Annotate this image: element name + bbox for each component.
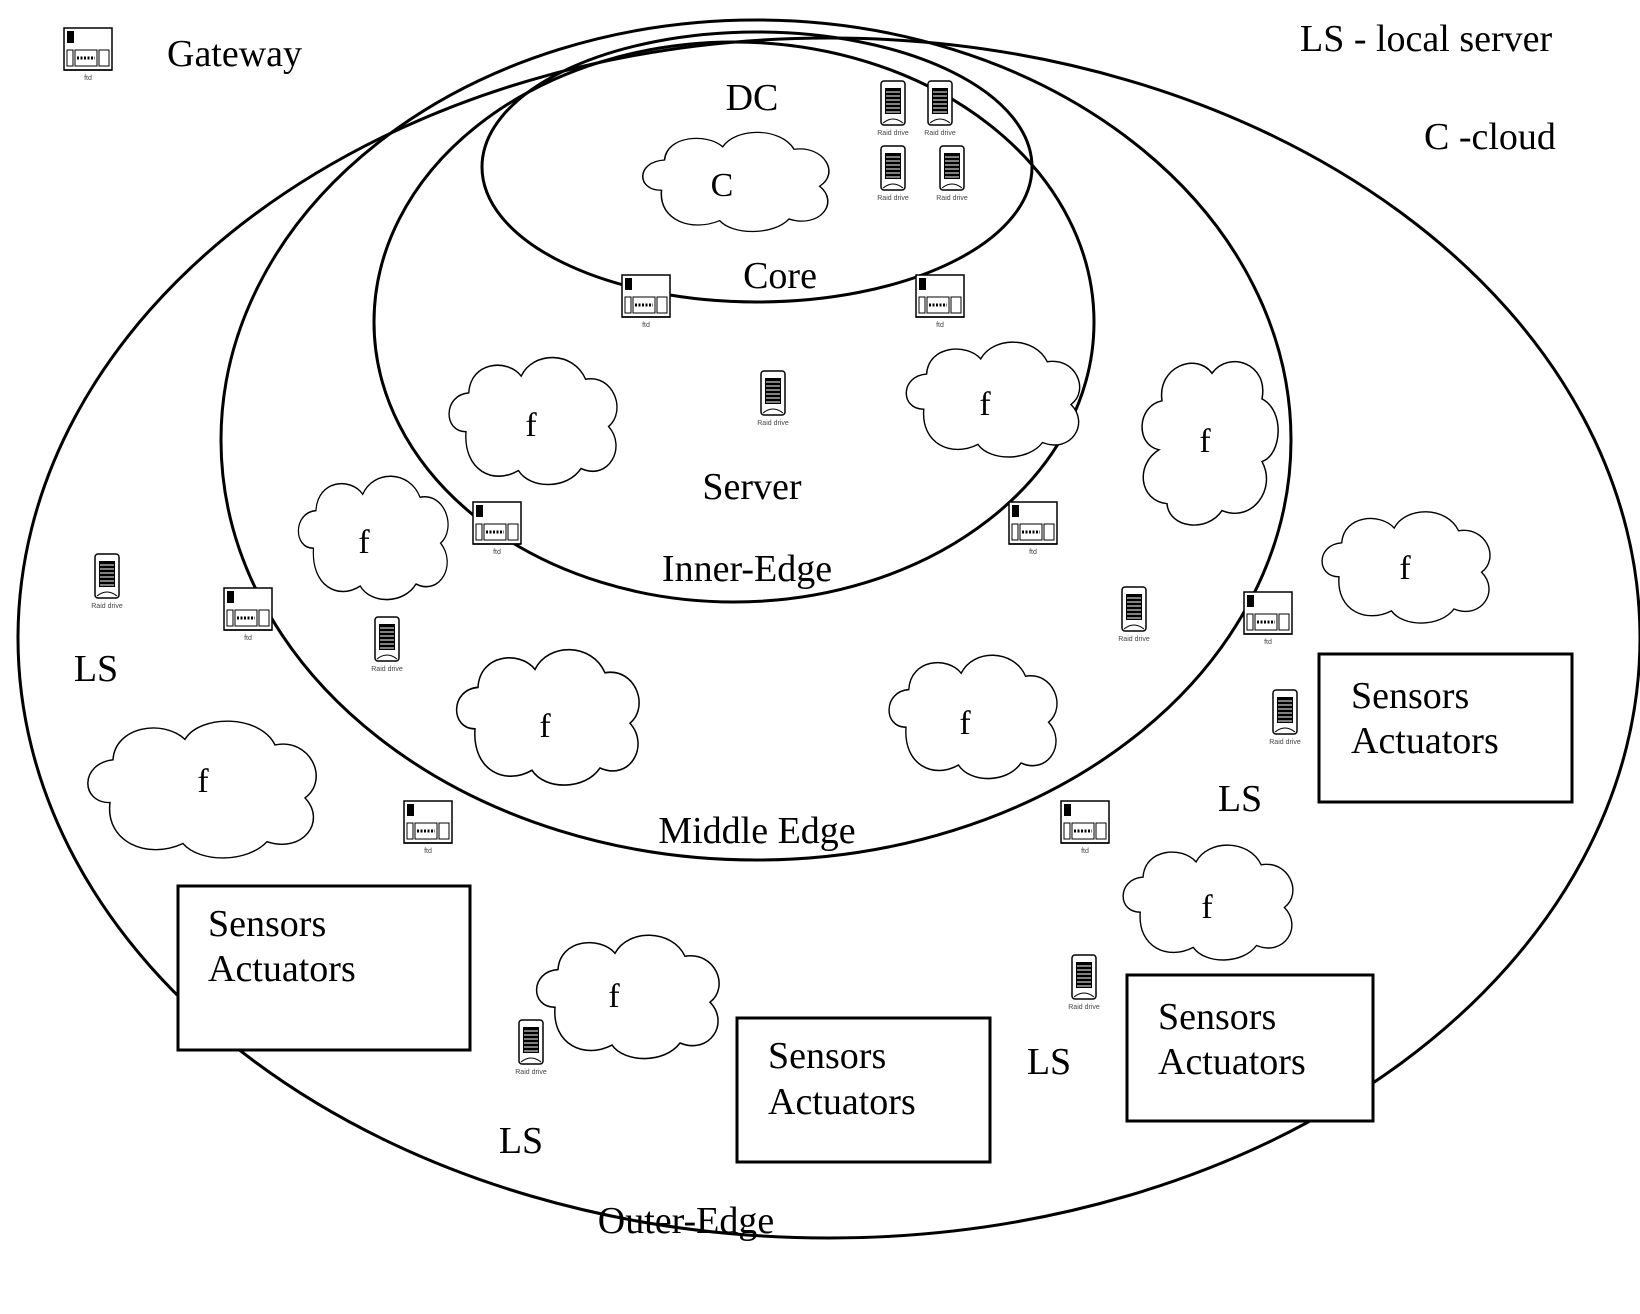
fog-node: f xyxy=(448,356,618,486)
raid-drive-icon: Raid drive xyxy=(1269,689,1301,746)
actuators-label: Actuators xyxy=(208,948,356,990)
raid-drive-icon: Raid drive xyxy=(757,370,789,427)
fog-node: f xyxy=(1321,511,1491,624)
fog-label: f xyxy=(525,407,537,444)
svg-text:ftd: ftd xyxy=(1029,549,1037,556)
sensors-label: Sensors xyxy=(768,1035,886,1077)
raid-drive-icon: Raid drive xyxy=(91,553,123,610)
gateway-icon: ftd xyxy=(402,799,454,855)
svg-text:ftd: ftd xyxy=(642,322,650,329)
actuators-label: Actuators xyxy=(768,1081,916,1123)
fog-node: f xyxy=(888,654,1058,780)
fog-node: f xyxy=(297,475,449,601)
fog-label: f xyxy=(1201,889,1213,926)
fog-label: f xyxy=(197,763,209,800)
actuators-label: Actuators xyxy=(1158,1041,1306,1083)
svg-text:Raid drive: Raid drive xyxy=(371,666,403,673)
svg-text:Raid drive: Raid drive xyxy=(877,195,909,202)
sensors-actuators-box: Sensors Actuators xyxy=(1317,652,1574,804)
fog-label: f xyxy=(1199,423,1211,460)
sensors-actuators-box: Sensors Actuators xyxy=(735,1016,992,1164)
fog-label: f xyxy=(539,708,551,745)
fog-node: f xyxy=(455,648,640,786)
middle-edge-ring xyxy=(219,18,1293,862)
raid-drive-icon: Raid drive xyxy=(1118,586,1150,643)
svg-text:Raid drive: Raid drive xyxy=(1118,636,1150,643)
inner-edge-ring xyxy=(372,40,1096,604)
svg-text:ftd: ftd xyxy=(244,635,252,642)
sensors-label: Sensors xyxy=(208,903,326,945)
ls-label: LS xyxy=(1218,778,1262,820)
raid-drive-icon: Raid drive xyxy=(924,80,956,137)
svg-text:Raid drive: Raid drive xyxy=(91,603,123,610)
fog-label: f xyxy=(959,705,971,742)
svg-text:ftd: ftd xyxy=(424,848,432,855)
ls-label: LS xyxy=(499,1120,543,1162)
gateway-icon: ftd xyxy=(471,500,523,556)
dc-label: DC xyxy=(726,77,779,119)
fog-node: f xyxy=(87,720,317,859)
svg-text:ftd: ftd xyxy=(493,549,501,556)
gateway-icon: ftd xyxy=(620,273,672,329)
legend-local-server: LS - local server xyxy=(1300,18,1553,60)
raid-drive-icon: Raid drive xyxy=(877,145,909,202)
fog-node: f xyxy=(535,934,720,1060)
raid-drive-icon: Raid drive xyxy=(1068,954,1100,1011)
gateway-icon: ftd xyxy=(914,273,966,329)
sensors-label: Sensors xyxy=(1351,675,1469,717)
fog-node: f xyxy=(1141,360,1279,526)
raid-drive-icon: Raid drive xyxy=(877,80,909,137)
svg-text:Raid drive: Raid drive xyxy=(515,1069,547,1076)
fog-node: f xyxy=(905,341,1081,458)
svg-text:Raid drive: Raid drive xyxy=(1269,739,1301,746)
ls-label: LS xyxy=(1027,1041,1071,1083)
sensors-actuators-box: Sensors Actuators xyxy=(1125,973,1375,1123)
inner-edge-label: Inner-Edge xyxy=(662,548,832,590)
svg-text:Raid drive: Raid drive xyxy=(924,130,956,137)
raid-drive-icon: Raid drive xyxy=(371,616,403,673)
svg-text:ftd: ftd xyxy=(936,322,944,329)
legend-gateway-label: Gateway xyxy=(167,33,302,75)
core-ring xyxy=(480,30,1034,304)
sensors-actuators-box: Sensors Actuators xyxy=(176,884,472,1052)
fog-label: f xyxy=(979,386,991,423)
svg-text:Raid drive: Raid drive xyxy=(1068,1004,1100,1011)
svg-text:Raid drive: Raid drive xyxy=(936,195,968,202)
svg-text:ftd: ftd xyxy=(84,75,92,82)
gateway-icon: ftd xyxy=(1059,799,1111,855)
svg-text:Raid drive: Raid drive xyxy=(877,130,909,137)
actuators-label: Actuators xyxy=(1351,720,1499,762)
svg-text:ftd: ftd xyxy=(1081,848,1089,855)
central-cloud-shape xyxy=(641,131,830,233)
legend-cloud: C -cloud xyxy=(1424,116,1556,158)
gateway-icon: ftd xyxy=(62,26,114,82)
outer-edge-label: Outer-Edge xyxy=(598,1200,775,1242)
server-label: Server xyxy=(702,466,802,508)
raid-drive-icon: Raid drive xyxy=(936,145,968,202)
fog-node: f xyxy=(1122,844,1294,961)
gateway-icon: ftd xyxy=(1007,500,1059,556)
ls-label: LS xyxy=(74,648,118,690)
svg-text:Raid drive: Raid drive xyxy=(757,420,789,427)
fog-label: f xyxy=(608,978,620,1015)
fog-label: f xyxy=(358,524,370,561)
raid-drive-icon: Raid drive xyxy=(515,1019,547,1076)
core-label: Core xyxy=(743,255,817,297)
gateway-icon: ftd xyxy=(222,586,274,642)
central-cloud-label: C xyxy=(711,167,734,204)
svg-text:ftd: ftd xyxy=(1264,639,1272,646)
gateway-icon: ftd xyxy=(1242,590,1294,646)
middle-edge-label: Middle Edge xyxy=(658,810,855,852)
fog-label: f xyxy=(1399,550,1411,587)
sensors-label: Sensors xyxy=(1158,996,1276,1038)
